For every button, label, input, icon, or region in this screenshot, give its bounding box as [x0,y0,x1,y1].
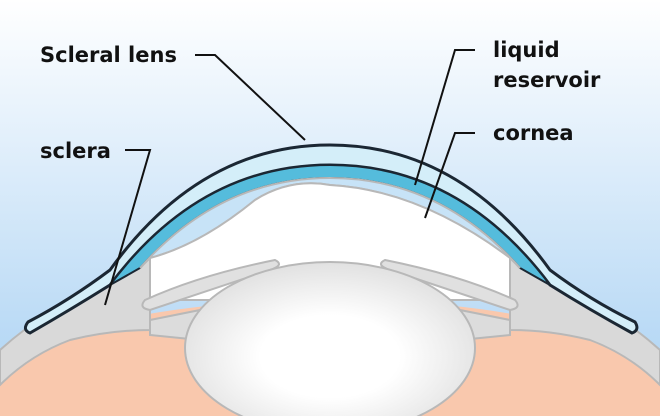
label-reservoir: reservoir [493,68,601,92]
liquid-reservoir-leader [414,49,475,186]
label-liquid: liquid [493,38,560,62]
sclera-leader [104,149,152,306]
label-cornea: cornea [493,121,574,145]
scleral-lens-leader [195,54,306,141]
label-scleral-lens: Scleral lens [40,43,177,67]
cornea-leader [424,132,475,219]
label-sclera: sclera [40,139,111,163]
crystalline-lens [184,261,476,416]
